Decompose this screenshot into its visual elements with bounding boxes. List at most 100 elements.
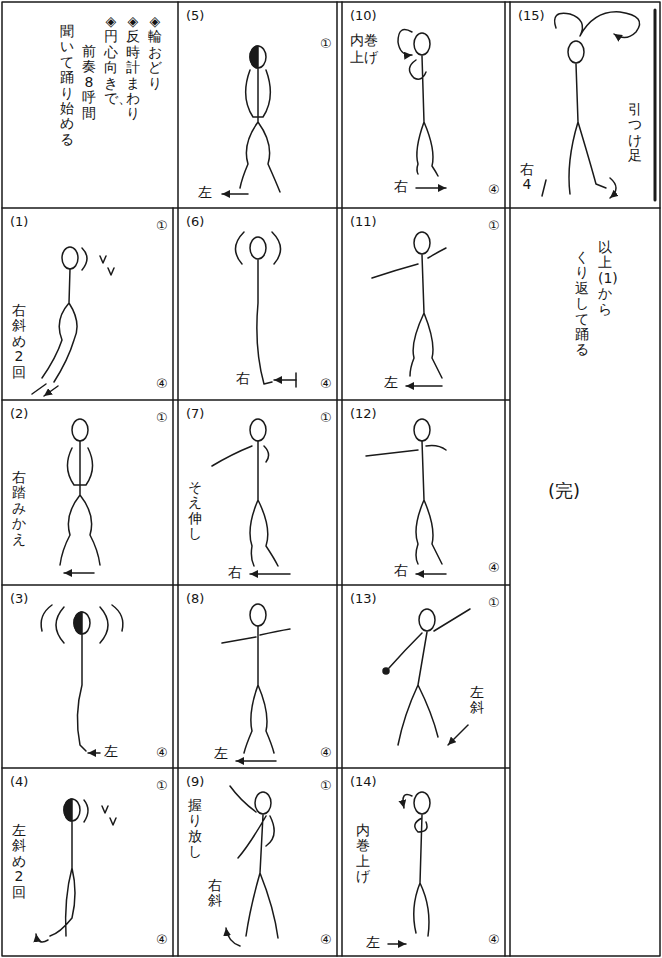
step-arrow: [222, 193, 248, 195]
step-number: (1): [10, 214, 28, 230]
figure-head: [250, 46, 266, 68]
step-number: (13): [350, 591, 377, 607]
move-label: 右: [394, 178, 408, 195]
step-cell: (1) 右斜め2回 ① ④: [2, 208, 178, 400]
head-shade: [64, 799, 72, 821]
figure-head: [255, 792, 271, 814]
stick-figure: [409, 56, 438, 176]
step-number: (14): [350, 774, 377, 790]
count-mark: ①: [156, 410, 168, 426]
move-label: 右斜: [208, 878, 222, 909]
figure-head: [250, 604, 266, 626]
figure-head: [74, 612, 90, 634]
step-number: (3): [10, 591, 28, 607]
step-cell: (9)握り放し右斜①④: [178, 768, 342, 956]
move-label: 右: [236, 370, 250, 387]
motion-arrow: [41, 605, 123, 753]
step-arrow: [416, 573, 446, 575]
count-mark: ①: [488, 218, 500, 234]
step-arrow: [274, 379, 296, 381]
step-cell: (15)引つけ足右 4: [510, 2, 660, 208]
instruction-text: ◈輪おどり: [148, 14, 162, 91]
move-label: 内巻上げ: [350, 32, 378, 66]
step-number: (5): [186, 8, 204, 24]
move-label: そえ伸し: [188, 480, 202, 542]
step-arrow: [64, 572, 94, 574]
figure-head: [419, 609, 435, 631]
move-label: 右: [228, 564, 242, 581]
step-arrow: [416, 187, 446, 189]
step-arrow: [406, 385, 442, 387]
step-arrow: [448, 725, 468, 745]
move-label: 右踏みかえ: [12, 470, 26, 547]
count-mark: ④: [156, 932, 168, 948]
instruction-cell: ◈輪おどり◈反時計まわり◈円心向きで、前奏8呼間聞いて踊り始める: [2, 2, 178, 208]
instruction-text: 聞いて踊り始める: [60, 24, 74, 147]
figure-head: [414, 419, 430, 441]
count-mark: ①: [320, 778, 332, 794]
count-mark: ④: [488, 560, 500, 576]
figure-head: [62, 247, 78, 269]
step-cell: (3) 左 ④: [2, 585, 178, 768]
step-arrow: [36, 934, 48, 942]
head-shade: [250, 46, 258, 68]
figure-head: [414, 33, 430, 55]
step-cell: (4)左斜め2回①④: [2, 768, 178, 956]
figure-head: [250, 237, 266, 259]
move-label: 左: [104, 743, 118, 760]
move-label: 右: [394, 562, 408, 579]
step-arrow: [236, 760, 276, 762]
figure-head: [72, 419, 88, 441]
step-cell: (14) 内巻上げ左 ④: [342, 768, 510, 956]
step-arrow: [32, 384, 58, 396]
move-label: 左: [214, 745, 228, 762]
count-mark: ①: [488, 595, 500, 611]
step-number: (11): [350, 214, 377, 230]
motion-arrow: [403, 795, 412, 809]
figure-head: [414, 232, 430, 254]
step-arrow: [250, 573, 290, 575]
count-mark: ④: [156, 745, 168, 761]
step-cell: (6)右④: [178, 208, 342, 400]
move-label: 内巻上げ: [356, 823, 370, 885]
stick-figure: [240, 69, 280, 192]
figure-head: [250, 419, 266, 441]
step-arrow: [388, 943, 406, 945]
hand-dot: [383, 668, 389, 674]
stick-figure: [50, 800, 116, 936]
move-label: 左: [366, 934, 380, 951]
move-label: 引つけ足: [628, 102, 642, 164]
count-mark: ④: [156, 376, 168, 392]
count-mark: ④: [320, 745, 332, 761]
step-number: (12): [350, 406, 377, 422]
step-cell: (12) 右 ④: [342, 400, 510, 585]
step-cell: (11)左①: [342, 208, 510, 400]
head-shade: [74, 612, 82, 634]
move-label: 左斜め2回: [12, 823, 26, 900]
step-cell: (5)左①: [178, 2, 342, 208]
figure-head: [414, 792, 430, 814]
step-cell: (8)左④: [178, 585, 342, 768]
stick-figure: [414, 815, 429, 936]
step-cell: (7)そえ伸し右①: [178, 400, 342, 585]
step-number: (6): [186, 214, 204, 230]
instruction-text: 前奏8呼間: [82, 44, 96, 121]
stick-figure: [569, 64, 606, 194]
count-mark: ④: [320, 932, 332, 948]
step-number: (4): [10, 774, 28, 790]
section-bar: [654, 10, 657, 200]
move-label: 右 4: [520, 162, 534, 193]
step-number: (2): [10, 406, 28, 422]
count-mark: ①: [156, 218, 168, 234]
count-mark: ④: [488, 932, 500, 948]
stick-figure: [212, 441, 278, 566]
move-label: 握り放し: [188, 798, 202, 860]
stick-figure: [230, 786, 278, 938]
move-label: 右斜め2回: [12, 303, 26, 380]
motion-arrow: [555, 12, 640, 38]
